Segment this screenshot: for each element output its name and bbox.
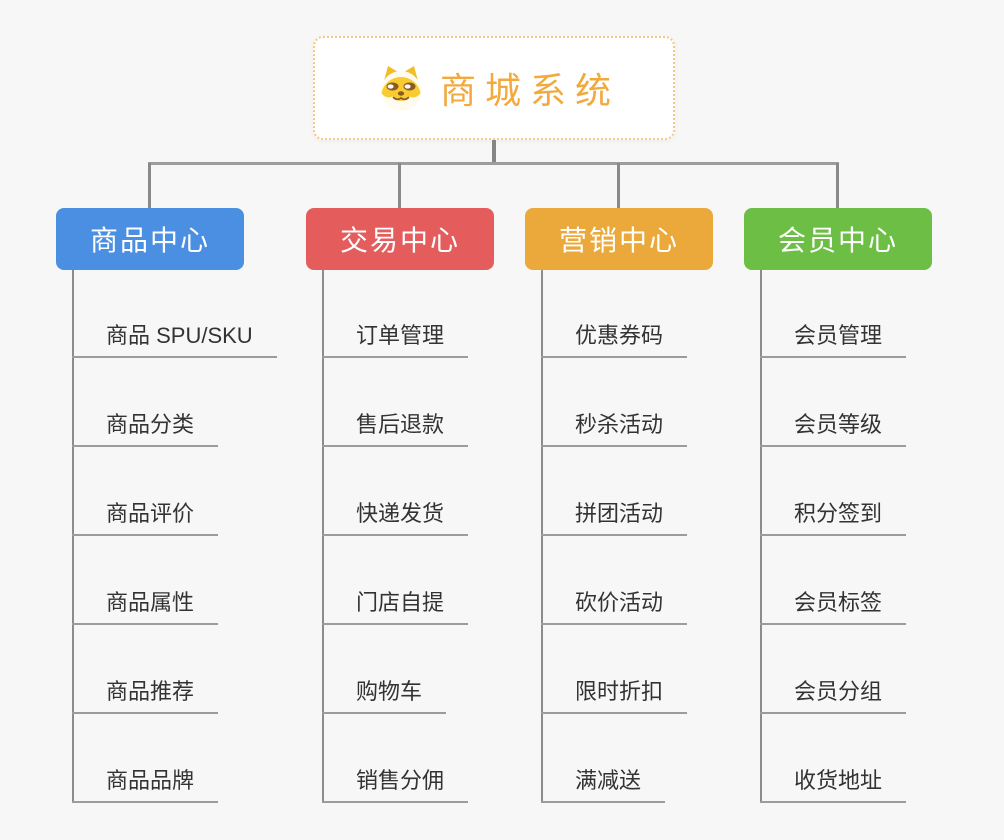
connector-branch-drop	[836, 163, 839, 208]
branch-header-2[interactable]: 营销中心	[525, 208, 713, 270]
branch-item[interactable]: 会员分组	[760, 679, 907, 714]
branch-item[interactable]: 收货地址	[760, 768, 907, 803]
branch-item[interactable]: 售后退款	[322, 412, 469, 447]
branch-item-list: 会员管理会员等级积分签到会员标签会员分组收货地址	[760, 270, 907, 840]
branch-header-3[interactable]: 会员中心	[744, 208, 932, 270]
root-title: 商城系统	[439, 70, 620, 111]
branch-item[interactable]: 会员管理	[760, 323, 907, 358]
branch-item[interactable]: 商品评价	[72, 501, 219, 536]
branch-item[interactable]: 满减送	[541, 768, 666, 803]
branch-item[interactable]: 砍价活动	[541, 590, 688, 625]
branch-item[interactable]: 积分签到	[760, 501, 907, 536]
branch-item[interactable]: 商品 SPU/SKU	[72, 323, 277, 358]
connector-branch-drop	[617, 163, 620, 208]
connector-branch-vline	[72, 270, 74, 803]
branch-item[interactable]: 购物车	[322, 679, 447, 714]
branch-header-label: 交易中心	[339, 225, 460, 256]
doge-icon	[380, 66, 421, 111]
connector-branch-drop	[148, 163, 151, 208]
branch-header-label: 商品中心	[89, 225, 210, 256]
branch-item[interactable]: 优惠券码	[541, 323, 688, 358]
branch-item[interactable]: 秒杀活动	[541, 412, 688, 447]
branch-item-list: 优惠券码秒杀活动拼团活动砍价活动限时折扣满减送	[541, 270, 688, 840]
branch-item[interactable]: 会员标签	[760, 590, 907, 625]
branch-item[interactable]: 快递发货	[322, 501, 469, 536]
connector-root-stub	[492, 140, 496, 163]
branch-item-list: 商品 SPU/SKU 商品分类商品评价商品属性商品推荐商品品牌	[72, 270, 277, 840]
branch-item[interactable]: 销售分佣	[322, 768, 469, 803]
branch-item[interactable]: 门店自提	[322, 590, 469, 625]
branch-item[interactable]: 会员等级	[760, 412, 907, 447]
branch-item[interactable]: 商品推荐	[72, 679, 219, 714]
branch-header-1[interactable]: 交易中心	[306, 208, 494, 270]
branch-item[interactable]: 拼团活动	[541, 501, 688, 536]
branch-item[interactable]: 商品属性	[72, 590, 219, 625]
branch-header-label: 营销中心	[558, 225, 679, 256]
connector-branch-vline	[541, 270, 543, 803]
connector-branch-vline	[322, 270, 324, 803]
branch-header-label: 会员中心	[777, 225, 898, 256]
branch-item-list: 订单管理售后退款快递发货门店自提购物车销售分佣	[322, 270, 469, 840]
branch-item[interactable]: 订单管理	[322, 323, 469, 358]
root-node[interactable]: 商城系统	[313, 36, 675, 140]
branch-item[interactable]: 商品品牌	[72, 768, 219, 803]
connector-branch-vline	[760, 270, 762, 803]
branch-item[interactable]: 商品分类	[72, 412, 219, 447]
branch-item[interactable]: 限时折扣	[541, 679, 688, 714]
connector-horizontal	[148, 162, 839, 165]
connector-branch-drop	[398, 163, 401, 208]
branch-header-0[interactable]: 商品中心	[56, 208, 244, 270]
